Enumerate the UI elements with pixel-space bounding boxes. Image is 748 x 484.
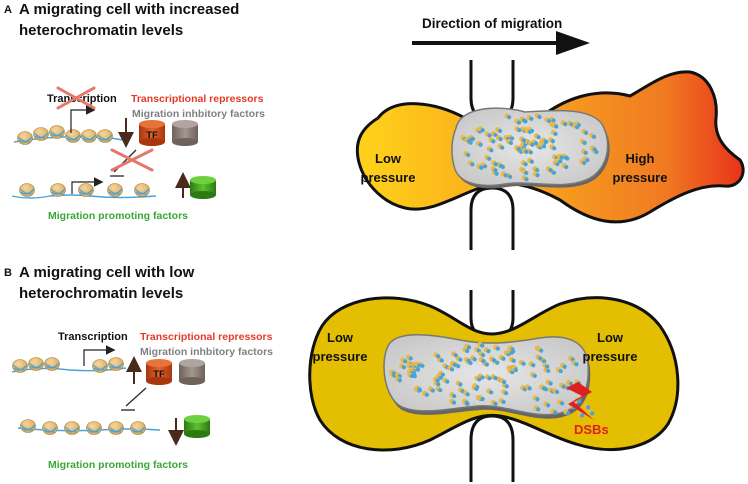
tf-cylinder-b <box>146 359 172 385</box>
transcription-label-a: Transcription <box>47 93 117 105</box>
panel-a-title-line1: A migrating cell with increased <box>19 1 239 18</box>
transcription-label-b: Transcription <box>58 331 128 343</box>
dna-strand-a2 <box>11 194 157 199</box>
promoting-factor-cylinder-b <box>184 415 210 438</box>
transcription-arrow-b <box>83 345 116 366</box>
low-pressure-b-right-line1: Low <box>597 330 624 345</box>
dna-strand-b1 <box>11 367 127 373</box>
promoting-label-a: Migration promoting factors <box>48 210 188 222</box>
repressors-label-a: Transcriptional repressors <box>131 93 264 105</box>
inhibition-blocked-cross-a <box>110 148 154 172</box>
high-pressure-a-line1: High <box>626 151 655 166</box>
transcription-blocked-cross-a <box>56 86 96 110</box>
low-pressure-b-left-line2: pressure <box>313 349 368 364</box>
tf-label-b: TF <box>153 369 165 380</box>
direction-arrow <box>412 31 590 55</box>
nucleus-a <box>451 107 610 189</box>
transcription-arrow-a <box>70 105 96 133</box>
low-pressure-b-right-line2: pressure <box>583 349 638 364</box>
nucleosome-row-a2 <box>19 183 150 197</box>
inhibitory-factor-cylinder-b <box>179 359 205 385</box>
panel-a-letter: A <box>4 4 12 16</box>
panel-a-title-line2: heterochromatin levels <box>19 22 183 39</box>
promoting-label-b: Migration promoting factors <box>48 459 188 471</box>
low-pressure-a-line1: Low <box>375 151 402 166</box>
inhibitory-label-b: Migration inhbitory factors <box>140 346 273 358</box>
direction-label: Direction of migration <box>422 16 562 31</box>
nucleus-b <box>383 334 591 419</box>
panel-b-title-line2: heterochromatin levels <box>19 285 183 302</box>
panel-b-letter: B <box>4 267 12 279</box>
nucleosome-row-a1 <box>17 125 113 145</box>
low-pressure-b-left-line1: Low <box>327 330 354 345</box>
low-pressure-a-line2: pressure <box>361 170 416 185</box>
panel-b-title-line1: A migrating cell with low <box>19 264 195 281</box>
high-pressure-a-line2: pressure <box>613 170 668 185</box>
tf-label-a: TF <box>146 130 158 141</box>
dsbs-label: DSBs <box>574 422 609 437</box>
inhibitory-factor-cylinder-a <box>172 120 198 146</box>
repressors-label-b: Transcriptional repressors <box>140 331 273 343</box>
transcription-arrow-a2 <box>71 177 104 194</box>
dsb-lightning-icon <box>566 382 594 420</box>
nucleosome-row-b2 <box>20 419 146 435</box>
promoting-factor-cylinder-a <box>190 176 216 199</box>
tf-cylinder-a <box>139 120 165 146</box>
inhibitory-label-a: Migration inhbitory factors <box>132 108 265 120</box>
inhibition-symbol-b <box>121 387 147 411</box>
nucleosome-row-b1 <box>12 357 124 373</box>
